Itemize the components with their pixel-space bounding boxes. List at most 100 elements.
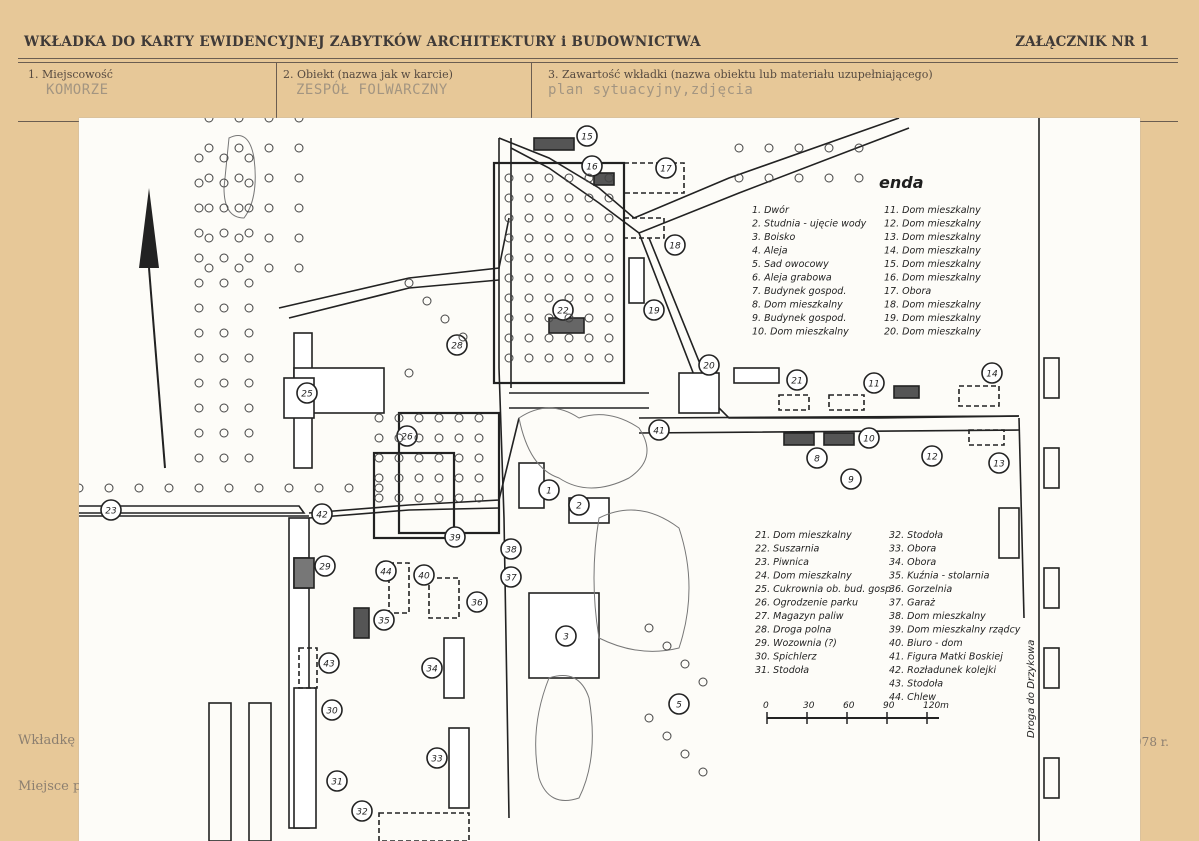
legend-entry: 9. Budynek gospod. (752, 313, 846, 324)
header-rule-top (18, 58, 1178, 59)
svg-text:20: 20 (703, 362, 715, 372)
locality-label: 1. Miejscowość (28, 68, 113, 81)
svg-text:3: 3 (563, 633, 569, 643)
legend-entry: 26. Ogrodzenie parku (755, 598, 858, 609)
legend-entry: 5. Sad owocowy (752, 259, 829, 270)
buildings (208, 137, 1060, 841)
legend-entry: 6. Aleja grabowa (752, 273, 832, 284)
north-arrow (139, 188, 166, 469)
svg-text:11: 11 (868, 380, 879, 390)
legend-entry: 18. Dom mieszkalny (884, 300, 981, 311)
legend-entry: 13. Dom mieszkalny (884, 232, 981, 243)
svg-text:1: 1 (546, 487, 552, 497)
marker-37: 37 (500, 566, 522, 588)
legend-entry: 24. Dom mieszkalny (755, 571, 852, 582)
svg-text:34: 34 (426, 665, 438, 675)
marker-35: 35 (373, 609, 395, 631)
marker-19: 19 (643, 299, 665, 321)
svg-text:2: 2 (576, 502, 582, 512)
marker-21: 21 (786, 369, 808, 391)
legend-entry: 1. Dwór (752, 205, 790, 216)
svg-text:8: 8 (814, 455, 820, 465)
marker-42: 42 (311, 503, 333, 525)
marker-18: 18 (664, 234, 686, 256)
content-value: plan sytuacyjny,zdjęcia (548, 82, 754, 98)
annex-number: ZAŁĄCZNIK NR 1 (1015, 34, 1149, 50)
legend-entry: 22. Suszarnia (755, 544, 820, 555)
legend-entry: 8. Dom mieszkalny (752, 300, 843, 311)
legend-entry: 33. Obora (889, 544, 936, 555)
insert-label: Wkładkę (18, 733, 76, 748)
svg-text:10: 10 (863, 435, 875, 445)
legend-entry: 10. Dom mieszkalny (752, 327, 849, 338)
legend-entry: 43. Stodoła (889, 679, 943, 690)
legend-entry: 23. Piwnica (755, 557, 809, 568)
legend-entry: 4. Aleja (752, 246, 788, 257)
svg-text:29: 29 (319, 563, 331, 573)
demolished-buildings (298, 162, 1005, 841)
legend-title: enda (879, 173, 924, 192)
legend-entry: 44. Chlew (889, 692, 936, 703)
legend-entry: 28. Droga polna (755, 625, 832, 636)
marker-38: 38 (500, 538, 522, 560)
svg-text:39: 39 (449, 534, 461, 544)
marker-10: 10 (858, 427, 880, 449)
legend-entry: 14. Dom mieszkalny (884, 246, 981, 257)
marker-36: 36 (466, 591, 488, 613)
svg-text:13: 13 (993, 460, 1005, 470)
svg-text:36: 36 (471, 599, 483, 609)
svg-text:18: 18 (669, 242, 681, 252)
marker-12: 12 (921, 445, 943, 467)
svg-text:40: 40 (418, 572, 430, 582)
marker-31: 31 (326, 770, 348, 792)
scale-label: 120m (923, 701, 949, 711)
marker-23: 23 (100, 499, 122, 521)
enclosures (372, 161, 626, 540)
svg-text:42: 42 (316, 511, 328, 521)
marker-16: 16 (581, 155, 603, 177)
marker-9: 9 (840, 468, 862, 490)
legend-entry: 39. Dom mieszkalny rządcy (889, 625, 1021, 636)
field-divider-1 (276, 62, 277, 121)
svg-text:23: 23 (105, 507, 117, 517)
legend-entry: 7. Budynek gospod. (752, 286, 846, 297)
legend-entry: 30. Spichlerz (755, 652, 817, 663)
legend-entry: 12. Dom mieszkalny (884, 219, 981, 230)
road-label: Droga do Drzykowa (1026, 640, 1037, 738)
card-title: WKŁADKA DO KARTY EWIDENCYJNEJ ZABYTKÓW A… (24, 34, 701, 50)
legend-entry: 31. Stodoła (755, 665, 809, 676)
svg-text:35: 35 (378, 617, 390, 627)
svg-text:5: 5 (676, 701, 682, 711)
legend-entry: 41. Figura Matki Boskiej (889, 652, 1003, 663)
legend-entry: 27. Magazyn paliw (755, 611, 844, 622)
legend-entry: 29. Wozownia (?) (755, 638, 837, 649)
svg-text:28: 28 (451, 342, 463, 352)
legend-entry: 11. Dom mieszkalny (884, 205, 981, 216)
marker-20: 20 (698, 354, 720, 376)
marker-1: 1 (538, 479, 560, 501)
marker-15: 15 (576, 125, 598, 147)
legend-entry: 3. Boisko (752, 232, 796, 243)
legend-entry: 35. Kuźnia - stolarnia (889, 571, 990, 582)
svg-text:41: 41 (653, 427, 664, 437)
svg-text:44: 44 (380, 568, 392, 578)
marker-29: 29 (314, 555, 336, 577)
legend-entry: 40. Biuro - dom (889, 638, 963, 649)
svg-text:14: 14 (986, 370, 998, 380)
marker-43: 43 (318, 652, 340, 674)
legend-entry: 20. Dom mieszkalny (884, 327, 981, 338)
year-fragment: 978 r. (1134, 735, 1169, 749)
legend-entry: 21. Dom mieszkalny (755, 530, 852, 541)
svg-text:37: 37 (505, 574, 517, 584)
scale-label: 90 (883, 701, 895, 711)
svg-text:21: 21 (791, 377, 802, 387)
marker-26: 26 (396, 425, 418, 447)
svg-text:30: 30 (326, 707, 338, 717)
marker-39: 39 (444, 526, 466, 548)
legend-entry: 2. Studnia - ujęcie wody (752, 219, 867, 230)
marker-34: 34 (421, 657, 443, 679)
